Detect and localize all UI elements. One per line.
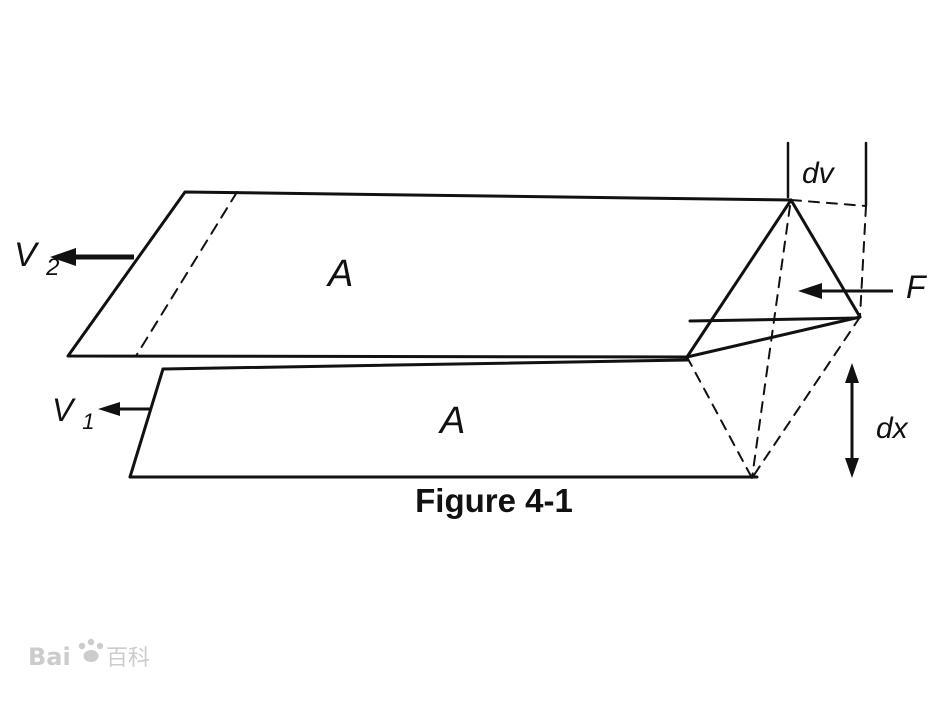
v1-arrow — [98, 402, 152, 416]
baidu-watermark: Bai 百科 — [28, 638, 150, 671]
paw-print-icon — [78, 638, 104, 662]
watermark-text-right: 百科 — [106, 646, 150, 671]
watermark-text-left: Bai — [28, 643, 71, 671]
dashed-sheared-edge — [751, 316, 861, 479]
label-dv: dv — [802, 157, 836, 190]
top-plate — [66, 190, 793, 359]
label-area-top: A — [326, 253, 353, 295]
v2-arrowhead-icon — [50, 248, 76, 266]
v2-arrow — [50, 248, 134, 266]
dashed-original-edge — [751, 205, 791, 479]
dx-arrowhead-down-icon — [845, 458, 859, 478]
top-plate-outline — [66, 190, 793, 359]
label-area-bottom: A — [438, 400, 465, 442]
label-v2-letter: V — [14, 236, 40, 274]
element-edge-top-right — [789, 198, 862, 319]
element-edge-bottom-right — [685, 315, 862, 359]
figure-caption: Figure 4-1 — [415, 482, 573, 519]
label-dx: dx — [876, 412, 909, 445]
dashed-right-edge — [859, 205, 867, 318]
label-v1-subscript: 1 — [82, 409, 94, 434]
dx-arrow — [845, 363, 859, 478]
dashed-top-edge — [790, 199, 867, 207]
dashed-prism-left-edge — [686, 356, 753, 479]
dx-arrowhead-up-icon — [845, 363, 859, 383]
force-arrow — [798, 283, 893, 299]
top-plate-hidden-edge — [135, 191, 238, 357]
label-v1: V 1 — [52, 392, 94, 434]
dv-bounds — [786, 141, 868, 207]
bottom-plate-top-edge — [161, 358, 690, 371]
label-v2: V 2 — [14, 236, 60, 281]
shear-element-dashed — [686, 199, 867, 479]
label-force: F — [906, 269, 928, 305]
v1-arrowhead-icon — [98, 402, 120, 416]
label-v2-subscript: 2 — [45, 254, 59, 281]
bottom-plate-left-edge — [128, 367, 165, 479]
bottom-plate — [128, 358, 759, 479]
label-v1-letter: V — [52, 392, 76, 428]
force-arrowhead-icon — [798, 283, 822, 299]
